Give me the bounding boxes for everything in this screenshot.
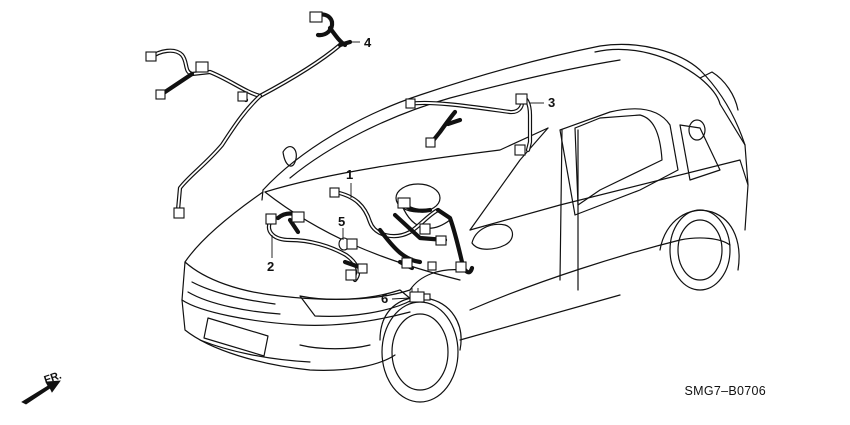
harness-2	[265, 211, 368, 283]
leader-lines	[271, 41, 544, 300]
diagram-code: SMG7‒B0706	[684, 384, 766, 398]
callout-6: 6	[381, 291, 389, 306]
harness-4	[145, 11, 353, 219]
callout-4: 4	[364, 35, 372, 50]
callout-1: 1	[346, 167, 354, 182]
callout-3: 3	[548, 95, 556, 110]
part-5-sensor	[338, 237, 358, 251]
callout-2: 2	[267, 259, 275, 274]
harness-1	[329, 187, 475, 275]
front-direction-arrow	[21, 380, 61, 405]
callout-5: 5	[338, 214, 346, 229]
harness-3	[405, 93, 533, 156]
part-6-sensor	[409, 288, 431, 303]
